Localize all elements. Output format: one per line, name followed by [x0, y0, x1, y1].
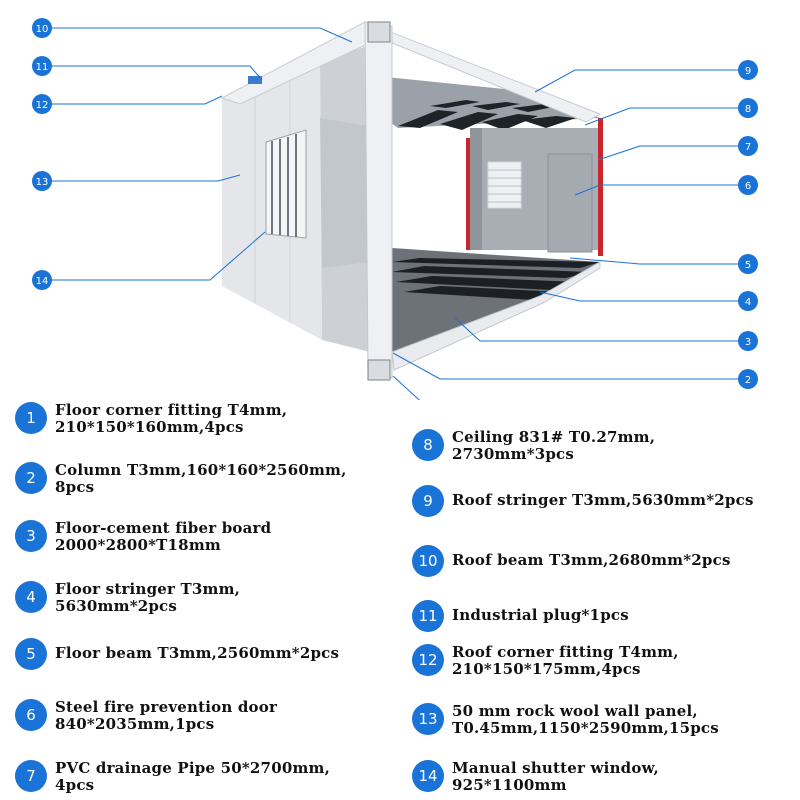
legend-item-10: 10 Roof beam T3mm,2680mm*2pcs — [412, 545, 731, 577]
back-window — [487, 161, 522, 209]
svg-text:3: 3 — [745, 337, 751, 348]
bottom-frame — [391, 261, 601, 371]
red-trim-left — [466, 138, 470, 250]
callout-circles: 10 11 12 13 14 9 8 7 6 5 4 3 2 1 — [32, 18, 758, 389]
floor-corner-fitting — [367, 359, 391, 381]
fire-door — [547, 153, 593, 253]
legend-text: Roof stringer T3mm,5630mm*2pcs — [452, 491, 754, 509]
legend-badge: 8 — [412, 429, 444, 461]
legend-text: Roof beam T3mm,2680mm*2pcs — [452, 551, 731, 569]
callout-10: 10 — [32, 18, 52, 38]
legend-item-9: 9 Roof stringer T3mm,5630mm*2pcs — [412, 485, 754, 517]
svg-text:4: 4 — [745, 297, 751, 308]
ceiling-grid — [398, 100, 576, 130]
industrial-plug — [248, 76, 262, 84]
svg-text:6: 6 — [745, 181, 751, 192]
container-house-diagram: 10 11 12 13 14 9 8 7 6 5 4 3 2 1 — [32, 18, 758, 400]
legend-text: Column T3mm,160*160*2560mm,8pcs — [55, 461, 347, 496]
callout-4: 4 — [738, 291, 758, 311]
callout-3: 3 — [738, 331, 758, 351]
back-wall-shadow — [470, 128, 482, 250]
svg-text:12: 12 — [36, 100, 49, 111]
legend-text: 50 mm rock wool wall panel,T0.45mm,1150*… — [452, 702, 719, 737]
callout-11: 11 — [32, 56, 52, 76]
legend-text: Floor beam T3mm,2560mm*2pcs — [55, 644, 340, 662]
callout-2: 2 — [738, 369, 758, 389]
legend-badge: 2 — [15, 462, 47, 494]
legend-item-12: 12 Roof corner fitting T4mm,210*150*175m… — [412, 644, 679, 678]
callout-8: 8 — [738, 98, 758, 118]
legend-text: Ceiling 831# T0.27mm,2730mm*3pcs — [452, 428, 656, 463]
legend-item-13: 13 50 mm rock wool wall panel,T0.45mm,11… — [412, 703, 719, 737]
legend-text: Floor stringer T3mm,5630mm*2pcs — [55, 580, 241, 615]
svg-text:11: 11 — [36, 62, 49, 73]
legend-item-2: 2 Column T3mm,160*160*2560mm,8pcs — [15, 462, 347, 496]
legend-badge: 9 — [412, 485, 444, 517]
legend-item-4: 4 Floor stringer T3mm,5630mm*2pcs — [15, 581, 240, 615]
callout-14: 14 — [32, 270, 52, 290]
callout-7: 7 — [738, 136, 758, 156]
inner-wall-panel — [320, 118, 368, 268]
legend-badge: 5 — [15, 638, 47, 670]
legend-badge: 3 — [15, 520, 47, 552]
legend-badge: 12 — [412, 644, 444, 676]
legend-text: Industrial plug*1pcs — [452, 606, 629, 624]
svg-text:5: 5 — [745, 260, 751, 271]
svg-text:10: 10 — [36, 24, 49, 35]
legend-text: PVC drainage Pipe 50*2700mm,4pcs — [55, 759, 331, 794]
legend-badge: 6 — [15, 699, 47, 731]
legend-badge: 4 — [15, 581, 47, 613]
legend-item-5: 5 Floor beam T3mm,2560mm*2pcs — [15, 638, 339, 670]
floor-stringers — [392, 258, 600, 300]
legend-item-8: 8 Ceiling 831# T0.27mm,2730mm*3pcs — [412, 429, 655, 463]
svg-text:8: 8 — [745, 104, 751, 115]
callout-13: 13 — [32, 171, 52, 191]
callout-5: 5 — [738, 254, 758, 274]
svg-text:9: 9 — [745, 66, 751, 77]
svg-text:13: 13 — [36, 177, 49, 188]
red-trim-right — [598, 118, 603, 256]
legend-item-7: 7 PVC drainage Pipe 50*2700mm,4pcs — [15, 760, 330, 794]
legend-badge: 1 — [15, 402, 47, 434]
side-window-bars — [271, 134, 297, 237]
svg-text:14: 14 — [36, 276, 49, 287]
callout-9: 9 — [738, 60, 758, 80]
back-window-shutters — [488, 169, 521, 203]
roof-corner-fitting — [367, 21, 391, 43]
legend-text: Roof corner fitting T4mm,210*150*175mm,4… — [452, 643, 679, 678]
callout-6: 6 — [738, 175, 758, 195]
callout-12: 12 — [32, 94, 52, 114]
legend-badge: 11 — [412, 600, 444, 632]
legend-badge: 7 — [15, 760, 47, 792]
legend-badge: 10 — [412, 545, 444, 577]
legend-text: Floor corner fitting T4mm,210*150*160mm,… — [55, 401, 288, 436]
svg-text:2: 2 — [745, 375, 751, 386]
legend-item-11: 11 Industrial plug*1pcs — [412, 600, 629, 632]
legend-badge: 14 — [412, 760, 444, 792]
svg-text:7: 7 — [745, 142, 751, 153]
front-column — [364, 21, 393, 379]
legend-item-1: 1 Floor corner fitting T4mm,210*150*160m… — [15, 402, 287, 436]
legend-badge: 13 — [412, 703, 444, 735]
leader-lines — [50, 27, 740, 400]
legend-item-14: 14 Manual shutter window,925*1100mm — [412, 760, 659, 794]
legend-text: Manual shutter window,925*1100mm — [452, 759, 659, 794]
